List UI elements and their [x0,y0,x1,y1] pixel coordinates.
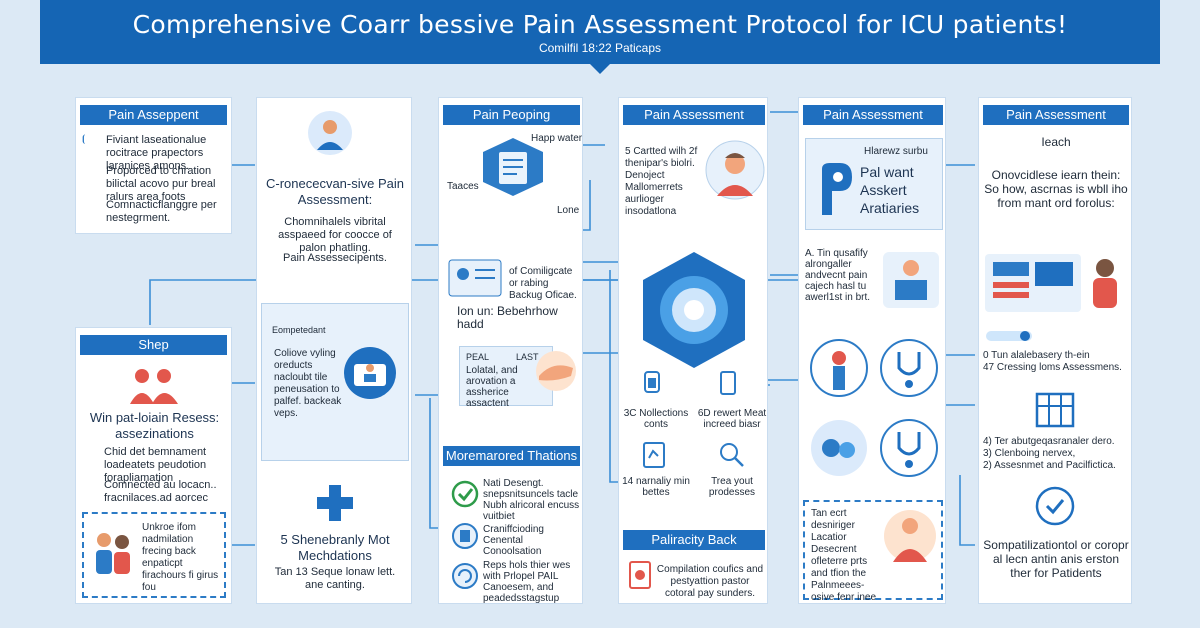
mod-item: Nati Desengt. snepsnitsuncels tacle Nubh… [483,478,580,522]
card-label: Eompetedant [272,325,326,335]
phone-icon [720,371,736,395]
panel-header: Pain Peoping [443,105,580,125]
panel-comprehensive: C-ronececvan-sive Pain Assessment: Chomn… [256,97,412,604]
doctor-icon [884,510,936,562]
card-text: Coliove vyling oreducts nacloubt tile pe… [274,348,342,419]
panel-header: Pain Assessment [803,105,943,125]
mod-item: Craniffcioding Cenental Conoolsation [483,524,544,557]
panel-shep: Shep Win pat-loiain Resess: assezination… [75,327,232,604]
boxed-text: Tan ecrt desniriger Lacatior Desecrent o… [811,508,877,603]
clip-label: PEAL [466,352,490,362]
step-item: 2) Assesnmet and Pacilfictica. [983,460,1116,471]
bullet-item: Comnacticflanggre per nestegrment. [106,199,217,224]
note: Lone [557,205,580,216]
step-item: 4) Ter abutgeqasranaler dero. [983,436,1115,447]
panel-pain-assessment-learn: Pain Assessment Ieach Onovcidlese iearn … [978,97,1132,604]
assessment-logo-card: Hlarewz surbu Pal want Asskert Aratiarie… [805,138,943,230]
footer-desc: Tan 13 Seque lonaw lett. ane canting. [274,566,396,591]
toggle-icon [986,331,1032,341]
feedback-text: Compilation coufics and pestyattion past… [656,564,764,599]
profile-card-icon [448,259,502,297]
note: Happ water [531,133,583,144]
hospital-building-icon [1035,392,1075,428]
refresh-icon [452,563,478,589]
banner-pointer [588,62,612,74]
stethoscope-icon [880,419,938,477]
document-icon [452,523,478,549]
card-title: Ion un: Bebehrhow hadd [457,304,558,331]
highlight-box [803,500,943,600]
nurse-circle-icon [810,339,868,397]
shep-title: Win pat-loiain Resess: assezinations [89,410,220,441]
card-title: Pal want Asskert Aratiaries [860,164,920,216]
step-item: 0 Tun alalebasery th-ein [983,350,1090,361]
intro-text: Onovcidlese iearn thein: So how, ascrnas… [984,168,1128,210]
stethoscope-icon [880,339,938,397]
medication-circle-icon [811,420,867,476]
profile-text: 5 Cartted wilh 2f thenipar's biolri. Den… [625,146,698,217]
dashboard-illustration-icon [985,254,1117,312]
bullet-item: Comnected au locacn.. fracnilaces.ad aor… [104,479,217,504]
panel-header: Pain Assessment [623,105,765,125]
title-banner: Comprehensive Coarr bessive Pain Assessm… [40,0,1160,64]
side-note: A. Tin qusafify alrongaller andvecnt pai… [805,248,871,303]
screen-patient-icon [344,347,396,399]
hand-icon [536,351,576,391]
panel-pain-assessment-intro: Pain Asseppent Fiviant laseationalue roc… [75,97,232,234]
mod-item: Reps hols thier wes with Prlopel PAIL Ca… [483,560,571,604]
section-desc: Chomnihalels vibrital asspaeed for coocc… [278,216,392,254]
p-logo-icon [822,163,852,215]
people-group-icon [130,369,178,404]
panel-header: Shep [80,335,227,355]
card-text: of Comiligcate or rabing Backug Oficae. [509,266,577,301]
page-subtitle: Comilfil 18:22 Paticaps [538,41,662,55]
section-sub: Ieach [1041,135,1071,149]
action-label: 14 narnaliy min bettes [622,476,690,498]
action-label: Trea yout prodesses [708,476,756,498]
panel-pain-assessment-center: Pain Assessment 5 Cartted wilh 2f thenip… [618,97,768,604]
section-title: C-ronececvan-sive Pain Assessment: [265,176,404,207]
clinician-icon [308,111,352,155]
shield-emblem-icon [643,252,745,368]
note: Taaces [447,181,479,192]
clipboard-icon [643,442,665,468]
bullet-item: Proporced to chration bilictal acovo pur… [106,165,216,203]
bullet-item: Fiviant laseationalue rocitrace prapecto… [106,134,207,172]
search-tools-icon [720,443,744,467]
assessment-card: Eompetedant Coliove vyling oreducts nacl… [261,303,409,461]
count-label: 6D rewert Meat increed biasr [697,408,767,430]
caregivers-icon [96,533,130,574]
verified-shield-icon [1035,486,1075,526]
panel-pain-peoping: Pain Peoping Happ water Taaces Lone of C… [438,97,583,604]
count-label: 3C Nollections conts [623,408,689,430]
panel-header: Pain Asseppent [80,105,227,125]
footer-title: 5 Shenebranly Mot Mechdations [280,532,390,563]
section-sub: Pain Assessecipents. [283,252,387,264]
battery-icon [644,371,660,393]
shield-document-icon [483,138,543,196]
check-circle-icon [451,480,479,508]
card-label: Hlarewz surbu [864,146,928,157]
patient-avatar-icon [705,140,765,200]
monitor-patient-icon [883,252,939,308]
bullet-item: Chid det bemnament loadeatets peudotion … [104,446,207,484]
step-item: 3) Clenboing nervex, [983,448,1076,459]
report-icon [629,561,651,589]
medical-cross-icon [317,485,353,521]
panel-pain-assessment-right: Pain Assessment Hlarewz surbu Pal want A… [798,97,946,604]
section-header: Moremarored Thations [443,446,580,466]
footer-text: Sompatilizationtol or coropr al lecn ant… [983,538,1129,580]
highlight-box [82,512,226,598]
clip-label: LAST [516,352,539,362]
boxed-text: Unkroe ifom nadmilation frecing back enp… [142,522,219,593]
page-title: Comprehensive Coarr bessive Pain Assessm… [132,10,1068,39]
section-header: Paliracity Back [623,530,765,550]
clip-text: Lolatal, and arovation a assherice assac… [466,365,518,409]
panel-header: Pain Assessment [983,105,1129,125]
bracket-icon: ⦗ [82,134,86,145]
step-item: 47 Cressing loms Assessmens. [983,362,1122,373]
